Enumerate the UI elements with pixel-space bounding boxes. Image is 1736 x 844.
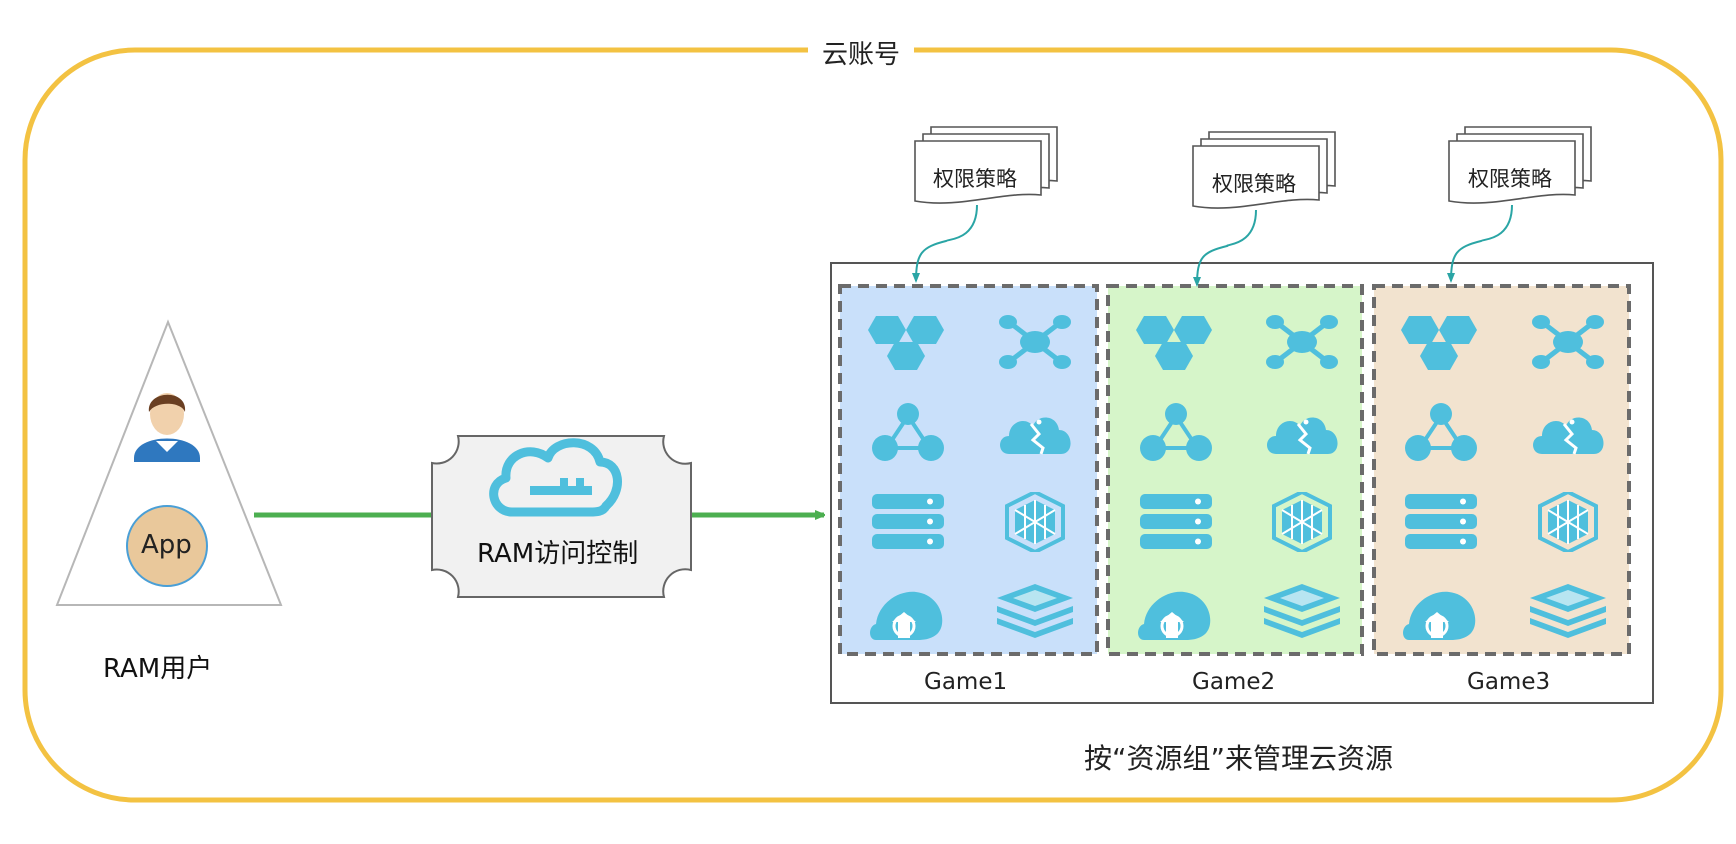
cube-hexagon-icon — [1005, 492, 1065, 552]
server-stack-icon — [1405, 494, 1477, 549]
ram-user-label: RAM用户 — [103, 654, 213, 684]
policy-arrow-3 — [1447, 204, 1513, 283]
app-icon — [126, 505, 208, 587]
policy-document-1 — [914, 126, 1058, 204]
group-label-game1: Game1 — [924, 669, 1008, 695]
ram-user-triangle — [55, 319, 283, 606]
account-title: 云账号 — [808, 34, 915, 71]
cube-hexagon-icon — [1538, 492, 1598, 552]
cloud-key-icon — [489, 438, 622, 517]
key-teeth — [530, 478, 592, 495]
ram-access-label: RAM访问控制 — [477, 539, 639, 569]
policy-label-3: 权限策略 — [1468, 167, 1552, 191]
policy-document-3 — [1448, 126, 1592, 204]
policy-documents — [912, 126, 1592, 287]
user-avatar-icon — [134, 393, 200, 462]
policy-arrow-2 — [1193, 209, 1257, 287]
caption: 按“资源组”来管理云资源 — [1084, 742, 1394, 775]
policy-document-2 — [1192, 131, 1336, 209]
app-label: App — [141, 530, 192, 560]
group-label-game3: Game3 — [1467, 669, 1551, 695]
policy-label-2: 权限策略 — [1212, 172, 1296, 196]
server-stack-icon — [872, 494, 944, 549]
policy-arrow-1 — [912, 204, 978, 283]
cube-hexagon-icon — [1272, 492, 1332, 552]
policy-label-1: 权限策略 — [933, 167, 1017, 191]
group-label-game2: Game2 — [1192, 669, 1276, 695]
server-stack-icon — [1140, 494, 1212, 549]
